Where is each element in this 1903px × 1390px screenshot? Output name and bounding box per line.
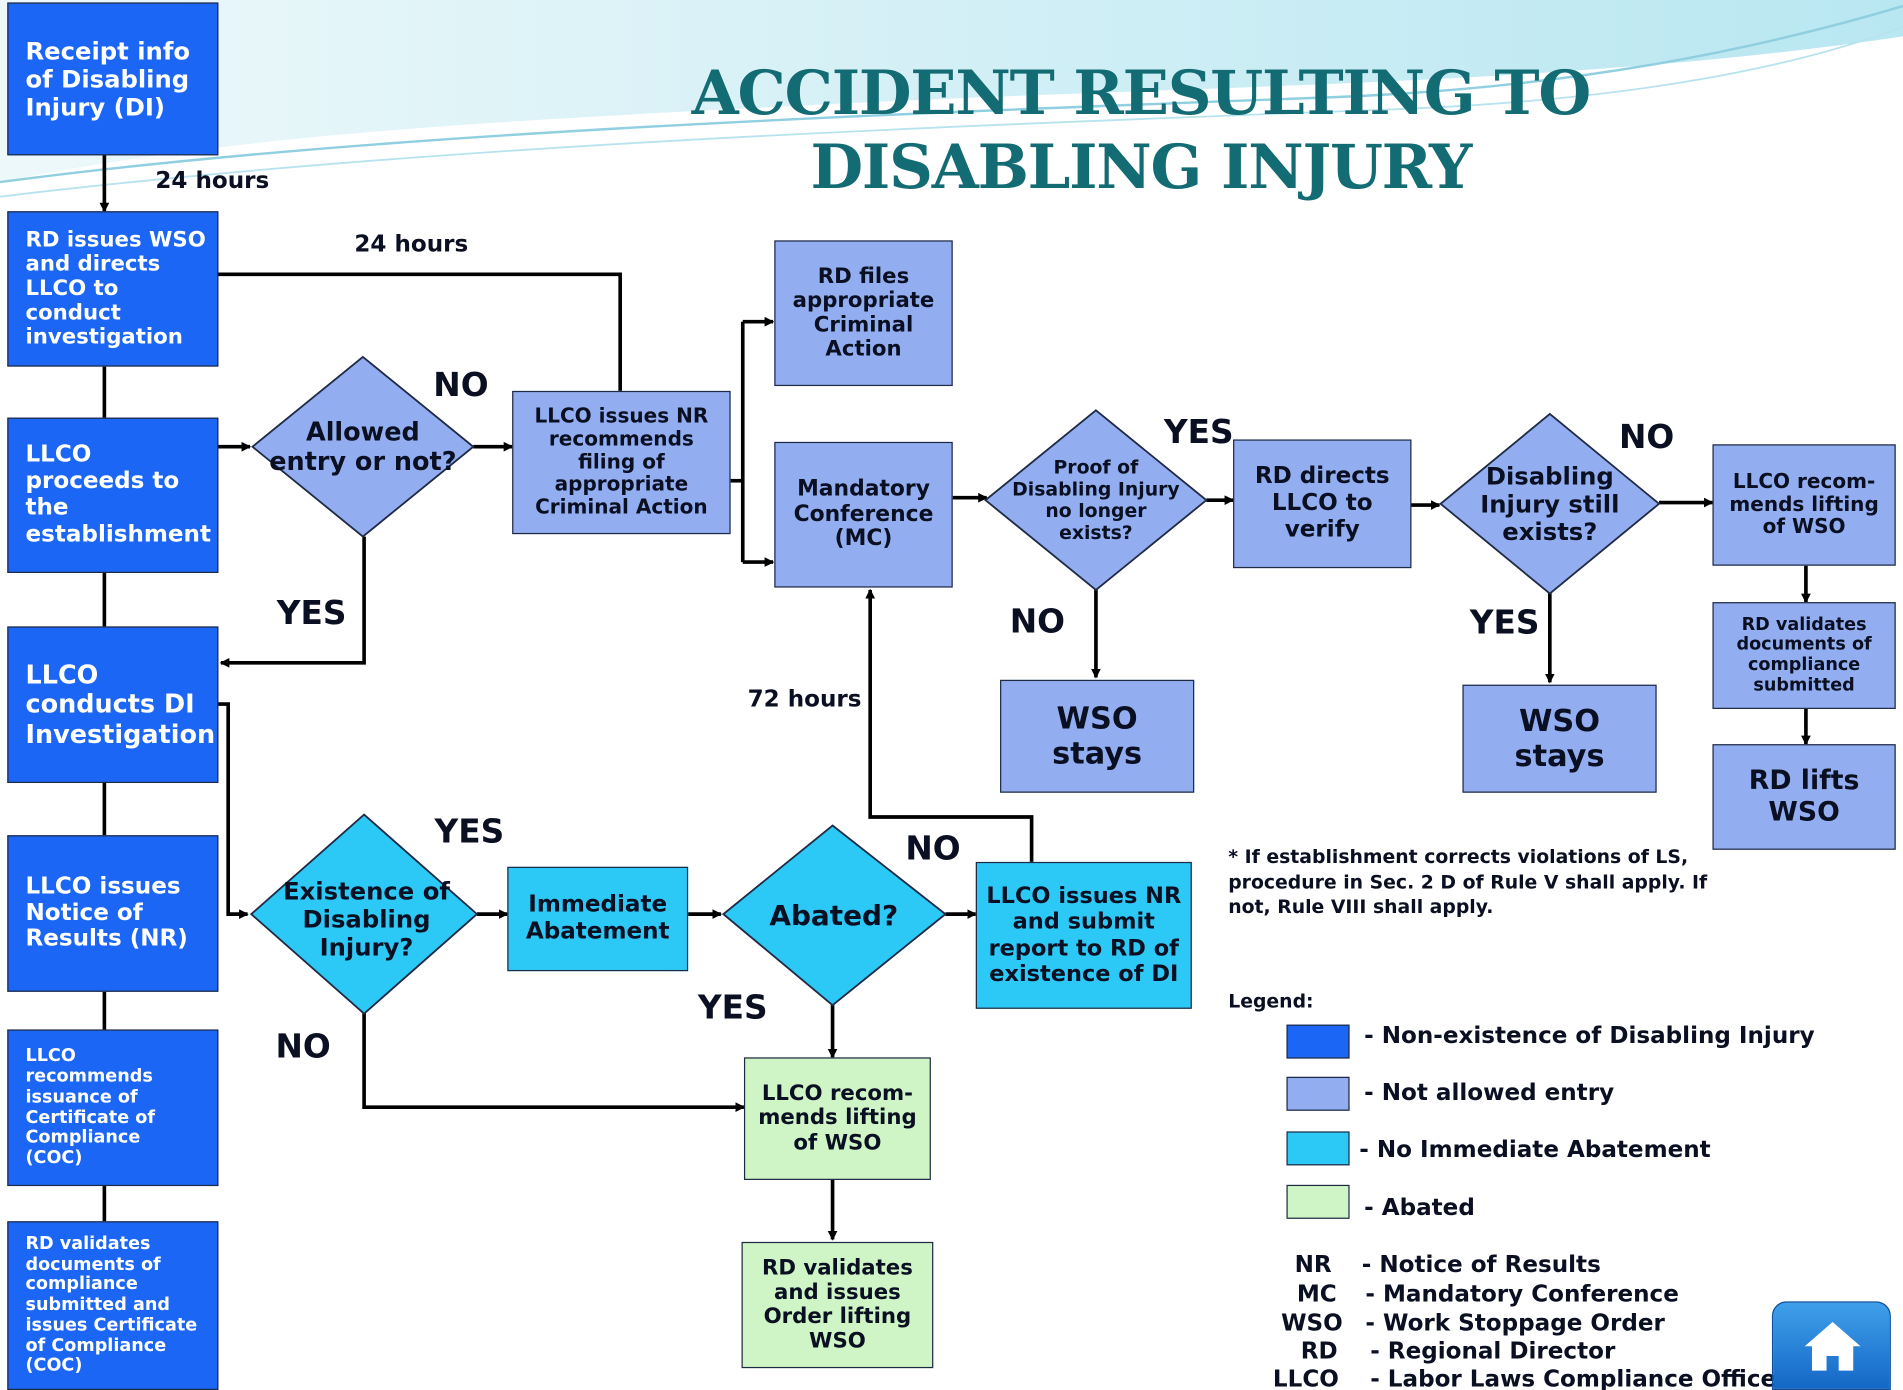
- box-llco-conducts-di: LLCO conducts DI Investigation: [7, 626, 219, 784]
- label-yes-allowed: YES: [276, 594, 347, 633]
- box-rd-lifts-wso: RD lifts WSO: [1712, 744, 1896, 850]
- label-72-hours: 72 hours: [747, 685, 862, 713]
- legend-swatch-green: [1286, 1184, 1350, 1219]
- box-llco-recommends-lifting-bottom: LLCO recom- mends lifting of WSO: [743, 1057, 931, 1180]
- title-line-2: DISABLING INJURY: [810, 131, 1473, 203]
- decision-proof-di: [984, 409, 1208, 592]
- legend-text-light: - Not allowed entry: [1364, 1079, 1615, 1106]
- decision-allowed-entry: [250, 355, 475, 538]
- label-no-abated: NO: [905, 830, 961, 868]
- label-no-di-still: NO: [1619, 418, 1675, 457]
- legend-text-green: - Abated: [1364, 1194, 1475, 1222]
- label-no-proof: NO: [1009, 603, 1066, 641]
- box-llco-recommends-coc: LLCO recommends issuance of Certificate …: [7, 1029, 219, 1187]
- title-line-1: ACCIDENT RESULTING TO: [691, 57, 1592, 129]
- box-llco-proceeds: LLCO proceeds to the establishment: [7, 417, 219, 573]
- label-24-hours-a: 24 hours: [155, 167, 270, 195]
- box-llco-nr-criminal: LLCO issues NR recommends filing of appr…: [512, 390, 731, 535]
- box-wso-stays-2: WSO stays: [1462, 684, 1657, 793]
- label-24-hours-b: 24 hours: [354, 230, 469, 258]
- box-rd-files-criminal: RD files appropriate Criminal Action: [774, 240, 953, 387]
- box-mandatory-conference: Mandatory Conference (MC): [774, 441, 953, 588]
- decision-abated: [721, 824, 947, 1007]
- box-llco-nr-report: LLCO issues NR and submit report to RD o…: [975, 861, 1192, 1009]
- box-rd-validates-order: RD validates and issues Order lifting WS…: [741, 1241, 934, 1369]
- box-llco-issues-nr: LLCO issues Notice of Results (NR): [7, 835, 219, 992]
- box-immediate-abatement: Immediate Abatement: [507, 866, 689, 972]
- legend-title: Legend:: [1228, 990, 1314, 1013]
- decision-di-still-exists: [1439, 412, 1661, 595]
- label-yes-proof: YES: [1163, 413, 1234, 452]
- home-icon: [1804, 1322, 1861, 1371]
- legend-swatch-dark: [1286, 1024, 1350, 1059]
- box-receipt-info: Receipt info of Disabling Injury (DI): [7, 2, 219, 156]
- legend-text-cyan: - No Immediate Abatement: [1359, 1136, 1711, 1163]
- legend-swatch-light: [1286, 1076, 1350, 1111]
- label-yes-di-still: YES: [1469, 604, 1540, 643]
- procedure-note: * If establishment corrects violations o…: [1228, 846, 1708, 919]
- page-title: ACCIDENT RESULTING TO DISABLING INJURY: [680, 56, 1602, 204]
- legend-swatch-cyan: [1286, 1131, 1350, 1166]
- legend-text-dark: - Non-existence of Disabling Injury: [1364, 1022, 1815, 1049]
- label-yes-abated: YES: [697, 989, 768, 1028]
- label-no-allowed: NO: [433, 366, 489, 405]
- box-rd-directs-verify: RD directs LLCO to verify: [1233, 439, 1412, 569]
- box-rd-issues-wso: RD issues WSO and directs LLCO to conduc…: [7, 211, 219, 367]
- label-yes-existence: YES: [434, 813, 505, 851]
- box-wso-stays-1: WSO stays: [1000, 679, 1195, 793]
- box-llco-recommends-lifting-top: LLCO recom- mends lifting of WSO: [1712, 444, 1896, 566]
- box-rd-validates-top: RD validates documents of compliance sub…: [1712, 602, 1896, 709]
- label-no-existence: NO: [275, 1028, 331, 1066]
- home-button[interactable]: [1771, 1301, 1891, 1390]
- decision-existence-di: [249, 813, 479, 1015]
- box-rd-validates-coc: RD validates documents of compliance sub…: [7, 1221, 219, 1390]
